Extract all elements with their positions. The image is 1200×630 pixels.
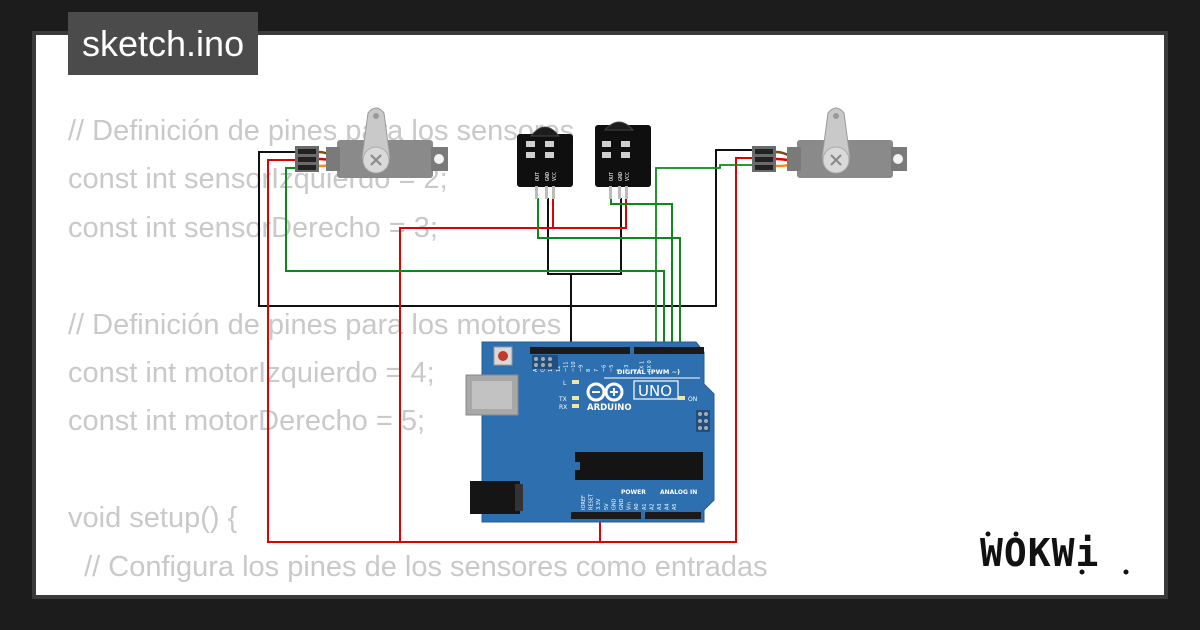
digital-header bbox=[530, 347, 704, 354]
sensor-pin-out: OUT bbox=[535, 172, 541, 181]
wire-vcc-sensors[interactable] bbox=[399, 198, 554, 542]
icsp-header bbox=[696, 410, 710, 432]
pin-label: TX 1 bbox=[639, 361, 645, 373]
pin-label: 12 bbox=[556, 366, 562, 372]
wire-out-sensor-left[interactable] bbox=[537, 198, 681, 353]
arduino-logo-icon bbox=[586, 382, 624, 402]
wire-vcc-right-servo[interactable] bbox=[600, 157, 752, 543]
pin-label: A1 bbox=[642, 503, 648, 510]
sensor-pin-gnd: GND bbox=[618, 172, 624, 181]
code-line: const int motorIzquierdo = 4; bbox=[68, 356, 435, 389]
pin-label: Vin bbox=[627, 502, 633, 510]
pin-label: 8 bbox=[586, 369, 592, 372]
power-label: POWER bbox=[621, 489, 646, 496]
pin-label: ~5 bbox=[609, 365, 615, 372]
led-label-l: L bbox=[563, 380, 567, 387]
code-background: // Definición de pines para los sensores… bbox=[68, 107, 768, 595]
wire-out-sensor-right[interactable] bbox=[610, 198, 673, 353]
pin-label: GND bbox=[619, 498, 625, 510]
pin-label: 5V bbox=[604, 503, 610, 510]
on-label: ON bbox=[688, 396, 697, 403]
sensor-board bbox=[517, 134, 573, 187]
pin-label: 3.3V bbox=[596, 498, 602, 510]
file-tab[interactable]: sketch.ino bbox=[68, 12, 259, 75]
pin-label: A3 bbox=[657, 503, 663, 510]
pin-label: A5 bbox=[672, 503, 678, 510]
wire-gnd-left-servo[interactable] bbox=[258, 149, 752, 307]
power-jack bbox=[470, 481, 520, 514]
servo-horn[interactable] bbox=[821, 107, 851, 159]
sensor-pin-vcc: VCC bbox=[625, 172, 631, 181]
pin-label: ~3 bbox=[624, 365, 630, 372]
led-label-tx: TX bbox=[558, 396, 567, 403]
digital-label: DIGITAL (PWM ~) bbox=[617, 368, 680, 376]
servo-horn[interactable] bbox=[361, 107, 391, 159]
pin-label: ~11 bbox=[563, 361, 569, 372]
led-tx bbox=[572, 396, 579, 400]
pin-label: RX 0 bbox=[647, 360, 653, 372]
pin-label: ~6 bbox=[601, 365, 607, 372]
wire-gnd-sensor-right[interactable] bbox=[571, 198, 622, 275]
led-rx bbox=[572, 404, 579, 408]
led-l bbox=[572, 380, 579, 384]
sensor-dome bbox=[603, 121, 635, 131]
model-label: UNO bbox=[638, 382, 672, 400]
sensor-pin-gnd: GND bbox=[545, 172, 551, 181]
ir-sensor-left[interactable]: OUT GND VCC bbox=[517, 126, 573, 199]
sensor-dome bbox=[529, 126, 561, 137]
code-line: void setup() { bbox=[68, 502, 238, 535]
analog-label: ANALOG IN bbox=[660, 489, 697, 496]
pin-label: RESET bbox=[589, 493, 595, 510]
pin-label: ~10 bbox=[571, 361, 577, 372]
code-line: // Definición de pines para los motores bbox=[68, 308, 562, 341]
ir-sensor-right[interactable]: OUT GND VCC bbox=[595, 121, 651, 199]
wire-vcc-sensor-right[interactable] bbox=[553, 198, 627, 229]
wire-signal-right-servo[interactable] bbox=[655, 164, 752, 353]
pin-label: A0 bbox=[634, 503, 640, 510]
wire-vcc-left-servo[interactable] bbox=[267, 159, 601, 543]
brand-label: ARDUINO bbox=[587, 403, 632, 413]
microcontroller-chip bbox=[572, 452, 703, 480]
pin-label: GND bbox=[611, 498, 617, 510]
wire-gnd-sensor-left[interactable] bbox=[547, 198, 572, 353]
servo-right[interactable] bbox=[752, 107, 907, 178]
icsp-header-2 bbox=[532, 355, 558, 369]
sensor-pin-vcc: VCC bbox=[552, 172, 558, 181]
pin-label: IOREF bbox=[581, 495, 587, 510]
sensor-pin-out: OUT bbox=[609, 172, 615, 181]
code-line: const int motorDerecho = 5; bbox=[68, 405, 426, 438]
led-label-rx: RX bbox=[559, 404, 567, 411]
code-line: // Configura los pines de los sensores c… bbox=[68, 550, 768, 583]
wokwi-logo-text: WOKWi bbox=[980, 531, 1099, 575]
pin-label: ~9 bbox=[579, 365, 585, 372]
pin-label: A2 bbox=[649, 503, 655, 510]
pin-label: 2 bbox=[632, 369, 638, 372]
wires bbox=[258, 149, 752, 543]
pin-label: 7 bbox=[594, 369, 600, 372]
pin-label: A4 bbox=[665, 503, 671, 510]
wire-signal-left-servo[interactable] bbox=[285, 167, 665, 353]
code-line: const int sensorDerecho = 3; bbox=[68, 211, 438, 244]
servo-left[interactable] bbox=[295, 107, 448, 178]
power-header bbox=[571, 512, 701, 519]
led-on bbox=[678, 396, 685, 400]
pin-label: 4 bbox=[617, 369, 623, 372]
wokwi-logo: WOKWi bbox=[980, 531, 1129, 575]
